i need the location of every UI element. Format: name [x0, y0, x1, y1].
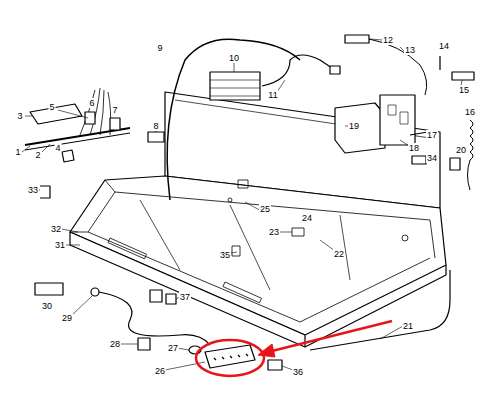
callout-number: 20 — [455, 145, 467, 155]
callout-number: 19 — [348, 121, 360, 131]
callout-number: 30 — [41, 301, 53, 311]
tray-frame — [70, 176, 446, 335]
connector-block — [205, 345, 255, 368]
callout-number: 28 — [109, 339, 121, 349]
transformer — [210, 72, 260, 100]
callout-number: 21 — [402, 321, 414, 331]
callout-number: 16 — [464, 107, 476, 117]
callout-number: 4 — [54, 143, 61, 153]
callout-number: 37 — [179, 292, 191, 302]
callout-number: 24 — [301, 213, 313, 223]
callout-number: 33 — [27, 185, 39, 195]
callout-number: 11 — [267, 90, 278, 100]
callout-number: 14 — [438, 41, 450, 51]
callout-number: 18 — [408, 143, 420, 153]
callout-number: 8 — [152, 121, 159, 131]
callout-number: 34 — [426, 153, 438, 163]
callout-number: 23 — [268, 227, 280, 237]
callout-number: 22 — [333, 249, 345, 259]
callout-number: 15 — [458, 85, 470, 95]
callout-number: 6 — [88, 98, 95, 108]
callout-number: 9 — [156, 43, 163, 53]
leader-lines — [22, 39, 462, 370]
highlight-arrow — [268, 321, 392, 352]
callout-number: 27 — [167, 343, 179, 353]
callout-number: 26 — [154, 366, 166, 376]
callout-number: 5 — [48, 102, 55, 112]
callout-number: 31 — [54, 240, 66, 250]
callout-number: 2 — [34, 150, 41, 160]
circuit-board — [380, 95, 415, 145]
arrowhead — [258, 344, 275, 357]
callout-number: 35 — [219, 250, 231, 260]
callout-number: 1 — [14, 147, 21, 157]
rod — [310, 270, 450, 350]
callout-number: 10 — [228, 53, 240, 63]
callout-number: 13 — [404, 45, 416, 55]
callout-number: 32 — [50, 224, 62, 234]
callout-number: 17 — [426, 130, 438, 140]
callout-number: 29 — [61, 313, 73, 323]
callout-number: 36 — [292, 367, 304, 377]
callout-number: 7 — [111, 105, 118, 115]
callout-number: 12 — [382, 35, 394, 45]
highlight-ring — [196, 340, 264, 376]
relay-box — [335, 103, 385, 153]
callout-number: 3 — [16, 111, 23, 121]
callout-number: 25 — [259, 204, 271, 214]
